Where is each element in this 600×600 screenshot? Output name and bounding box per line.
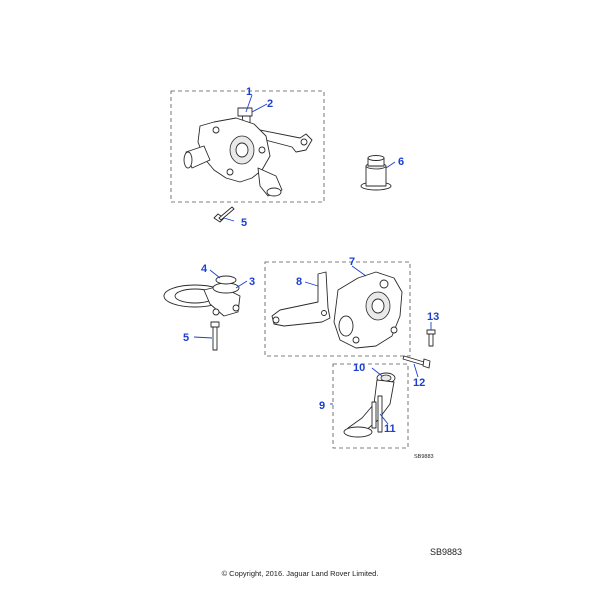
leader-5-upper (223, 217, 235, 222)
oil-pickup-drawing (163, 275, 241, 317)
bolt-13-drawing (426, 329, 436, 347)
leader-11 (379, 413, 389, 425)
leader-1 (245, 94, 253, 113)
leader-10 (371, 367, 383, 377)
leader-8 (304, 281, 319, 287)
callout-10: 10 (353, 362, 365, 374)
callout-6: 6 (398, 156, 404, 168)
leader-2 (251, 103, 268, 113)
bolt-lower-drawing (210, 321, 220, 351)
callout-13: 13 (427, 311, 439, 323)
group-box-pickup-tube (332, 363, 409, 449)
leader-4 (209, 269, 221, 279)
callout-5-lower: 5 (183, 332, 189, 344)
bolt-12-drawing (402, 355, 431, 369)
bolt-upper-drawing (213, 206, 235, 223)
callout-7: 7 (349, 256, 355, 268)
copyright-notice: © Copyright, 2016. Jaguar Land Rover Lim… (221, 569, 379, 578)
callout-2: 2 (267, 98, 273, 110)
leader-5-lower (193, 336, 213, 339)
callout-5-upper: 5 (241, 217, 247, 229)
leader-12 (413, 363, 419, 378)
callout-3: 3 (249, 276, 255, 288)
callout-9: 9 (319, 400, 325, 412)
callout-12: 12 (413, 377, 425, 389)
pump-bracket-drawing (271, 271, 403, 349)
callout-8: 8 (296, 276, 302, 288)
oil-pump-drawing (183, 107, 313, 197)
diagram-reference: SB9883 (430, 547, 463, 557)
callout-4: 4 (201, 263, 208, 275)
leader-6 (385, 161, 396, 169)
callout-1: 1 (246, 86, 252, 98)
sleeve-drawing (360, 155, 392, 191)
leader-3 (235, 280, 248, 289)
group-box-pump-bracket (264, 261, 411, 357)
diagram-ref-small: SB9883 (414, 454, 434, 460)
group-box-pump (170, 90, 325, 203)
leader-7 (351, 265, 367, 277)
callout-11: 11 (384, 423, 396, 435)
